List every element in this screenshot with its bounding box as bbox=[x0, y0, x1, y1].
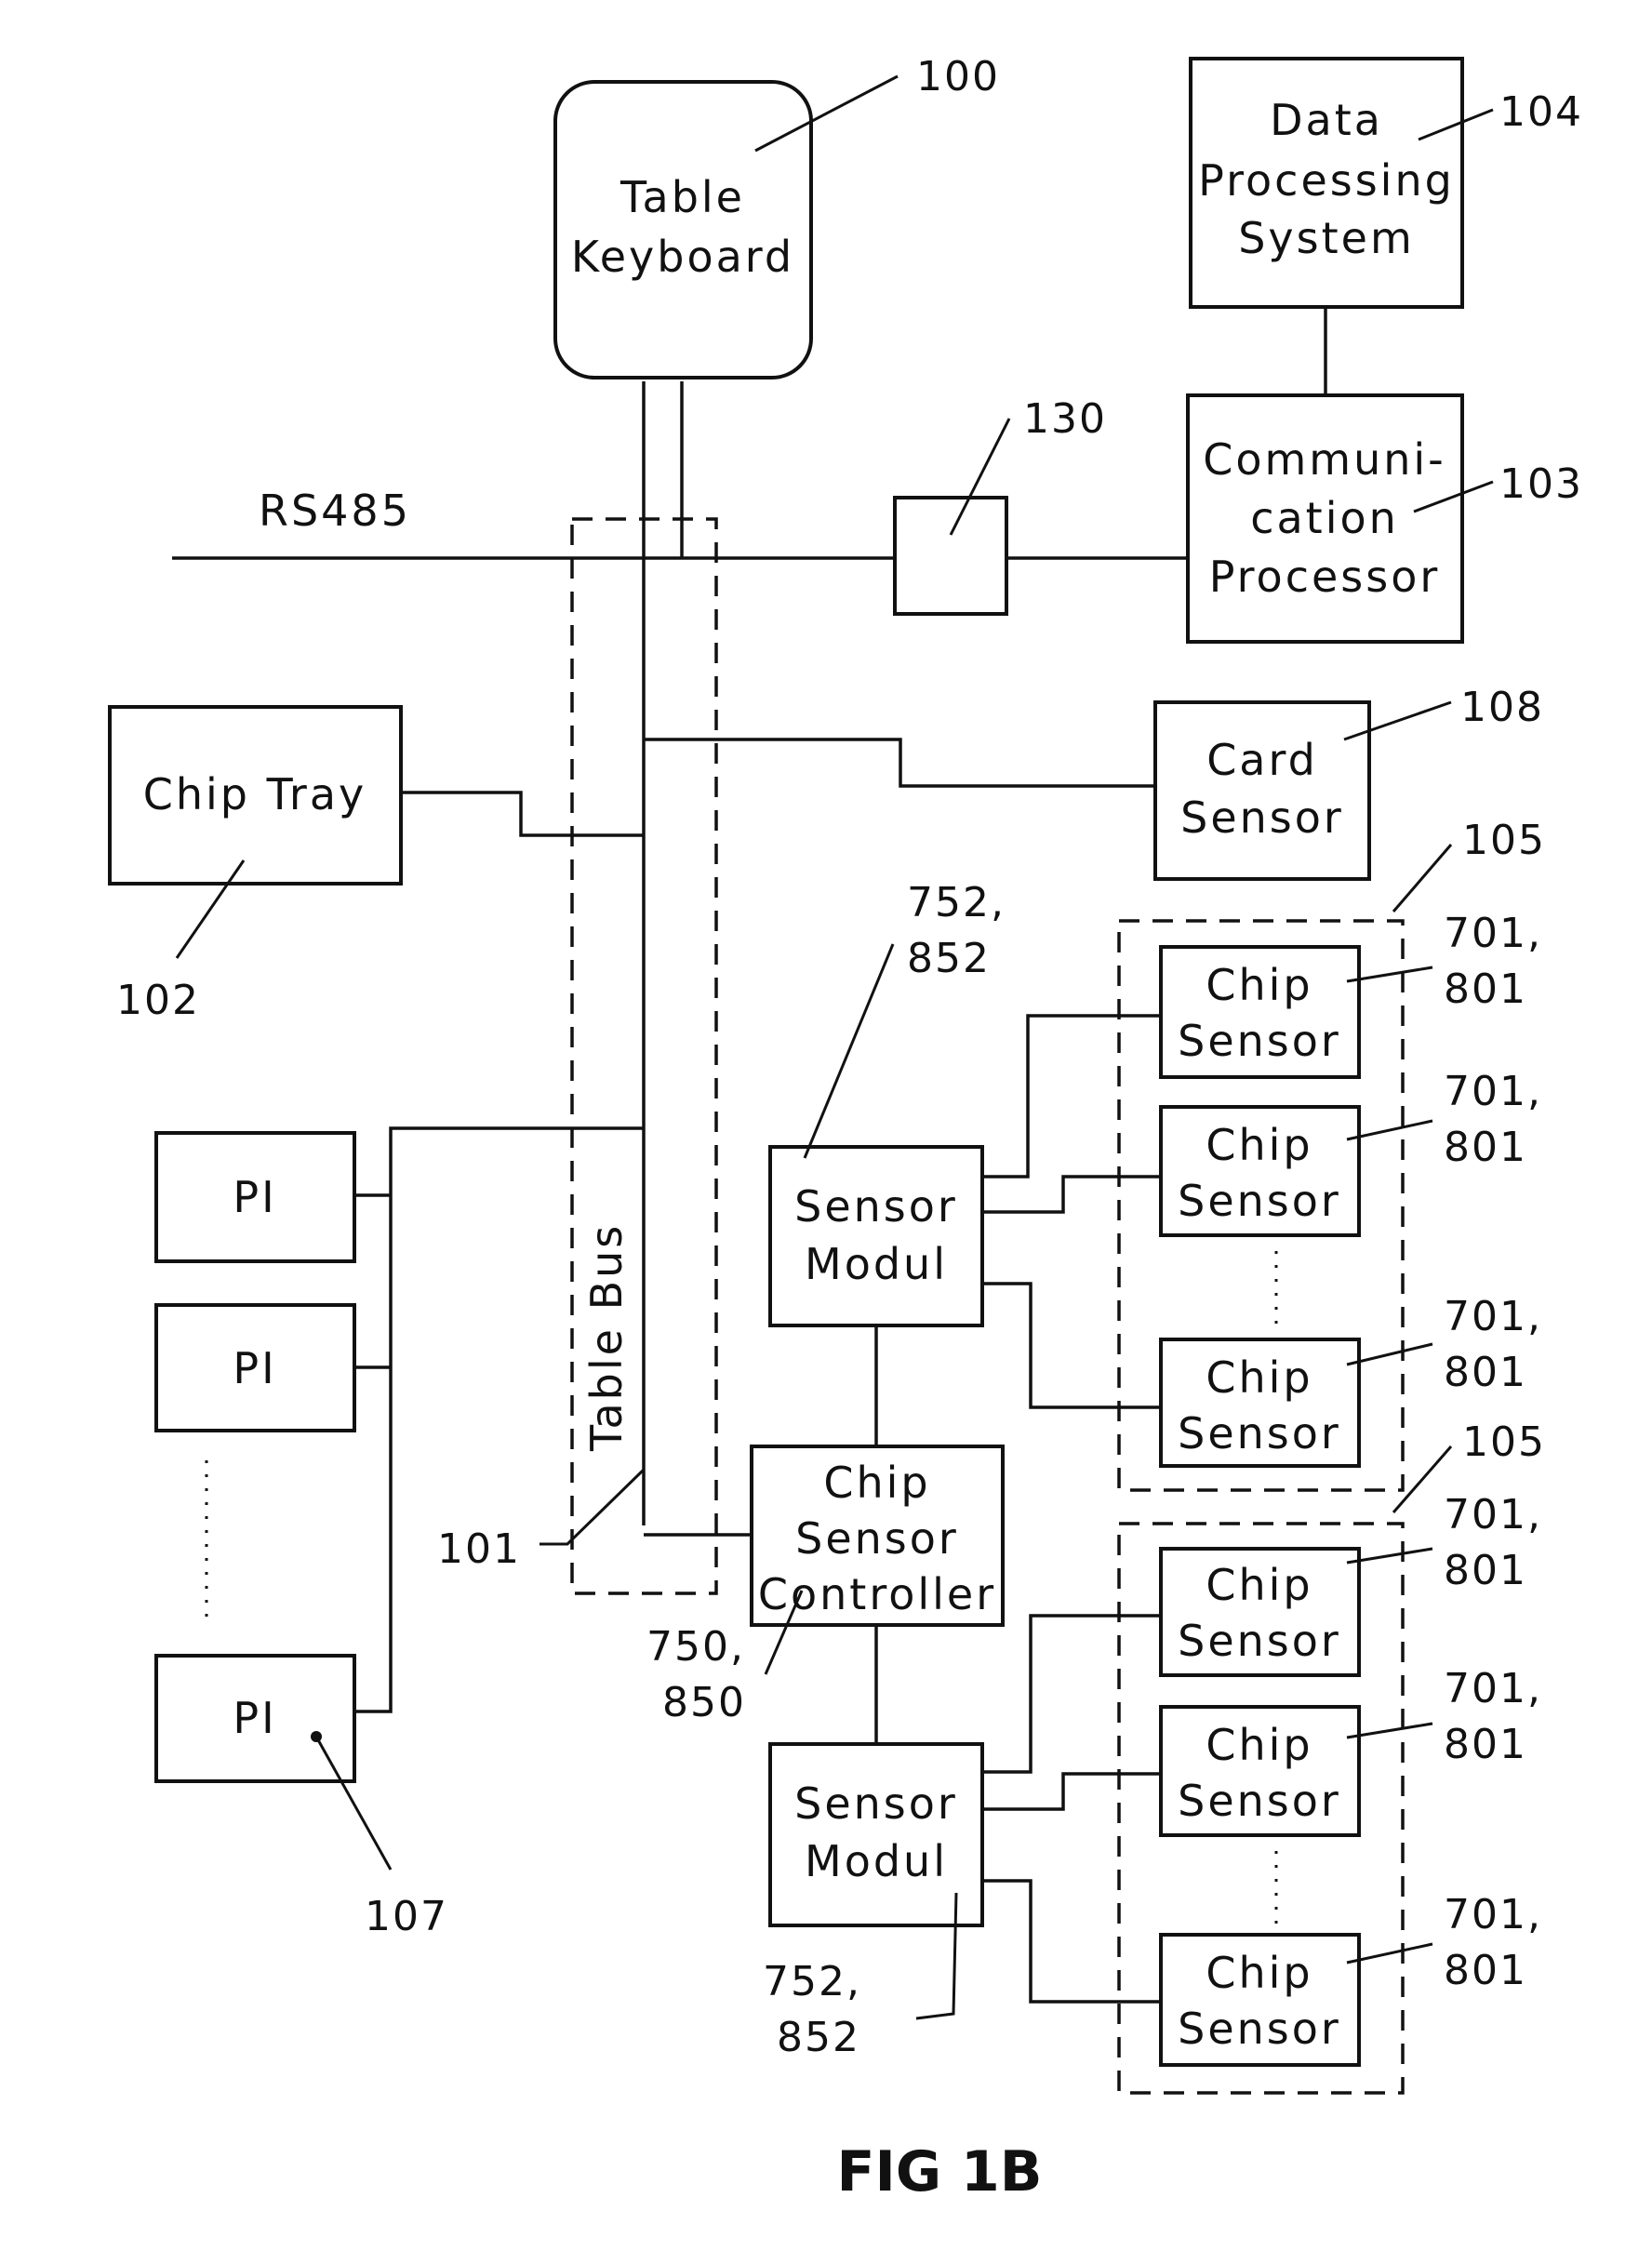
chip-sensor-2-label-2: Sensor bbox=[1178, 1176, 1341, 1226]
ref-102: 102 bbox=[116, 977, 200, 1024]
ref-105-lower: 105 bbox=[1462, 1418, 1546, 1466]
chip-sensor-1-label-1: Chip bbox=[1206, 960, 1312, 1010]
ref-750-line1: 750, bbox=[646, 1623, 745, 1671]
sensor-modul-upper-label-1: Sensor bbox=[794, 1181, 958, 1232]
ref-103: 103 bbox=[1499, 460, 1583, 508]
chip-sensor-6-label-1: Chip bbox=[1206, 1948, 1312, 1998]
sensor-modul-upper-label-2: Modul bbox=[805, 1239, 948, 1289]
ref-701-4-line2: 801 bbox=[1444, 1547, 1527, 1594]
rs485-label: RS485 bbox=[259, 486, 411, 536]
comm-processor-label-1: Communi- bbox=[1203, 434, 1446, 485]
chip-sensor-1-label-2: Sensor bbox=[1178, 1016, 1341, 1066]
chip-sensor-5: Chip Sensor bbox=[1161, 1707, 1359, 1835]
ref-100: 100 bbox=[916, 53, 1000, 100]
ref-701-5-line2: 801 bbox=[1444, 1721, 1527, 1768]
card-sensor-label-2: Sensor bbox=[1180, 792, 1344, 843]
ref-701-3-line2: 801 bbox=[1444, 1349, 1527, 1396]
chip-sensor-5-label-2: Sensor bbox=[1178, 1776, 1341, 1826]
ref-108: 108 bbox=[1460, 684, 1544, 731]
comm-processor-label-2: cation bbox=[1250, 493, 1399, 543]
chip-sensor-3-label-1: Chip bbox=[1206, 1352, 1312, 1403]
pi-block-2: PI bbox=[156, 1305, 354, 1431]
ref-750-line2: 850 bbox=[662, 1679, 746, 1726]
ref-105-upper: 105 bbox=[1462, 817, 1546, 864]
card-sensor-block: Card Sensor bbox=[1155, 702, 1369, 879]
ref-701-2-line1: 701, bbox=[1444, 1068, 1542, 1115]
ref-752-lower-line1: 752, bbox=[763, 1958, 861, 2005]
data-processing-block: Data Processing System bbox=[1191, 59, 1462, 307]
table-keyboard-label-2: Keyboard bbox=[571, 232, 794, 282]
chip-sensor-controller-block: Chip Sensor Controller bbox=[752, 1446, 1003, 1625]
chip-sensor-1: Chip Sensor bbox=[1161, 947, 1359, 1077]
ref-701-6-line1: 701, bbox=[1444, 1891, 1542, 1938]
ref-104: 104 bbox=[1499, 88, 1583, 136]
communication-processor-block: Communi- cation Processor bbox=[1188, 395, 1462, 642]
ref-101: 101 bbox=[437, 1525, 521, 1573]
chip-sensor-3-label-2: Sensor bbox=[1178, 1408, 1341, 1458]
chip-sensor-6-label-2: Sensor bbox=[1178, 2004, 1341, 2054]
chip-sensor-4-label-2: Sensor bbox=[1178, 1616, 1341, 1666]
ref-701-1-line1: 701, bbox=[1444, 910, 1542, 957]
table-keyboard-block: Table Keyboard bbox=[555, 82, 811, 378]
chip-sensor-2: Chip Sensor bbox=[1161, 1107, 1359, 1235]
ref-701-3-line1: 701, bbox=[1444, 1293, 1542, 1340]
ref-130: 130 bbox=[1023, 395, 1107, 443]
ref-701-4-line1: 701, bbox=[1444, 1491, 1542, 1538]
ref-701-2-line2: 801 bbox=[1444, 1124, 1527, 1171]
controller-label-1: Chip bbox=[823, 1458, 930, 1508]
ref-752-upper-line2: 852 bbox=[907, 935, 991, 982]
sensor-modul-lower-label-1: Sensor bbox=[794, 1778, 958, 1829]
chip-sensor-3: Chip Sensor bbox=[1161, 1339, 1359, 1466]
ref-701-6-line2: 801 bbox=[1444, 1947, 1527, 1994]
sensor-modul-lower-label-2: Modul bbox=[805, 1836, 948, 1886]
pi-block-1: PI bbox=[156, 1133, 354, 1261]
ref-701-5-line1: 701, bbox=[1444, 1665, 1542, 1712]
chip-sensor-6: Chip Sensor bbox=[1161, 1935, 1359, 2065]
chip-tray-label: Chip Tray bbox=[143, 769, 367, 819]
data-processing-label-1: Data bbox=[1270, 95, 1383, 145]
pi-block-3: PI bbox=[156, 1656, 354, 1781]
ref-701-1-line2: 801 bbox=[1444, 966, 1527, 1013]
figure-caption: FIG 1B bbox=[837, 2139, 1043, 2204]
rs485-repeater-box bbox=[895, 498, 1006, 614]
data-processing-label-3: System bbox=[1238, 213, 1415, 263]
controller-label-2: Sensor bbox=[795, 1513, 959, 1564]
sensor-modul-lower: Sensor Modul bbox=[770, 1744, 982, 1925]
chip-sensor-5-label-1: Chip bbox=[1206, 1720, 1312, 1770]
chip-tray-block: Chip Tray bbox=[110, 707, 401, 884]
chip-sensor-4-label-1: Chip bbox=[1206, 1560, 1312, 1610]
card-sensor-label-1: Card bbox=[1206, 735, 1318, 785]
pi-label-1: PI bbox=[233, 1172, 276, 1222]
table-bus-label: Table Bus bbox=[581, 1223, 632, 1452]
ref-752-upper-line1: 752, bbox=[907, 879, 1006, 926]
comm-processor-label-3: Processor bbox=[1209, 552, 1441, 602]
chip-sensor-4: Chip Sensor bbox=[1161, 1549, 1359, 1675]
pi-label-3: PI bbox=[233, 1693, 276, 1743]
pi-label-2: PI bbox=[233, 1343, 276, 1393]
ref-107: 107 bbox=[365, 1893, 448, 1940]
ref-752-lower-line2: 852 bbox=[777, 2014, 860, 2061]
table-keyboard-label-1: Table bbox=[620, 172, 745, 222]
sensor-modul-upper: Sensor Modul bbox=[770, 1147, 982, 1325]
chip-sensor-2-label-1: Chip bbox=[1206, 1120, 1312, 1170]
data-processing-label-2: Processing bbox=[1198, 155, 1455, 206]
